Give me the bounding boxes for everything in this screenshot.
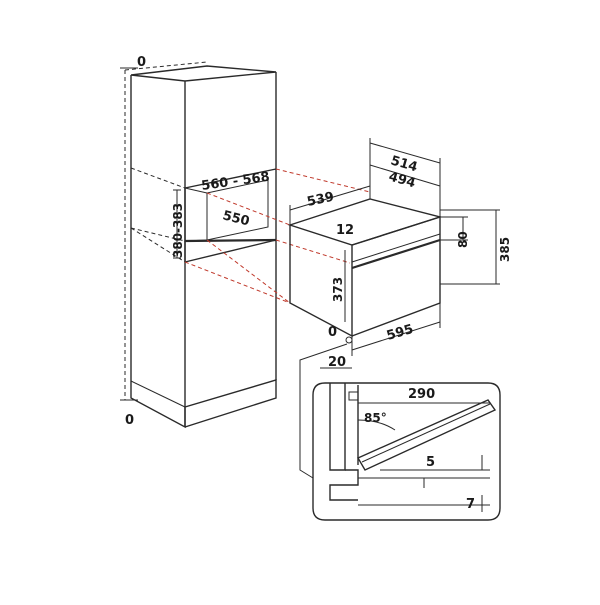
proj-line-2 xyxy=(206,192,291,226)
label-niche-opening: 380-383 xyxy=(171,203,185,258)
dim-539 xyxy=(289,185,371,211)
projection-lines xyxy=(184,168,371,304)
inset-door-inner xyxy=(361,403,491,463)
niche-back-wall xyxy=(206,179,269,241)
label-body-height: 373 xyxy=(331,277,345,302)
inset-frame xyxy=(312,382,501,521)
label-hinge-gap: 5 xyxy=(426,455,435,470)
inset-shelf xyxy=(329,469,359,501)
upper-unit-bottom-edge xyxy=(184,168,277,189)
dim-595 xyxy=(351,321,441,351)
proj-line-4 xyxy=(275,239,351,264)
label-oven-depth-body: 494 xyxy=(387,169,417,191)
label-niche-height: 560 - 568 xyxy=(200,170,270,194)
dim-494 xyxy=(369,164,441,187)
label-door-depth: 290 xyxy=(408,387,435,402)
dim-514 xyxy=(369,142,441,164)
inset-callout-line xyxy=(299,343,348,479)
proj-line-3 xyxy=(206,239,291,304)
detail-inset xyxy=(299,343,501,521)
niche-shelf xyxy=(184,238,277,243)
label-oven-height: 385 xyxy=(498,237,512,262)
label-door-angle: 85° xyxy=(364,411,387,425)
label-bottom-offset: 20 xyxy=(328,355,346,370)
dim-85-arc xyxy=(357,419,396,431)
lower-unit-top-edge xyxy=(184,239,277,263)
label-oven-depth-front: 539 xyxy=(306,190,336,210)
oven-dimensions xyxy=(289,138,500,369)
oven-control-panel-line xyxy=(351,238,441,270)
cabinet xyxy=(120,61,277,429)
cabinet-top-face xyxy=(130,65,277,82)
label-niche-depth: 550 xyxy=(221,208,251,229)
niche-top-dashed xyxy=(130,167,186,189)
proj-line-5 xyxy=(184,261,291,304)
label-front-panel-top: 12 xyxy=(336,223,354,238)
oven-side-face xyxy=(289,225,353,338)
proj-line-1 xyxy=(275,168,371,193)
oven xyxy=(287,192,443,338)
oven-control-panel-edge xyxy=(351,233,441,263)
cabinet-plinth xyxy=(184,379,277,428)
oven-front-face xyxy=(351,216,441,337)
inset-door xyxy=(357,399,497,471)
origin-marker xyxy=(345,336,353,344)
label-panel-height: 80 xyxy=(456,231,470,248)
inset-hinge-block xyxy=(348,391,359,401)
niche-top-left xyxy=(184,187,208,194)
inset-wall xyxy=(329,383,346,471)
label-bottom-gap: 7 xyxy=(466,497,475,512)
label-oven-depth-total: 514 xyxy=(389,153,419,175)
label-oven-width: 595 xyxy=(385,322,415,344)
niche-bottom-dashed xyxy=(130,227,186,263)
label-top-zero: 0 xyxy=(137,55,146,70)
label-origin-zero: 0 xyxy=(328,325,337,340)
label-bottom-zero: 0 xyxy=(125,413,134,428)
plinth-side-line xyxy=(130,380,186,408)
niche-left-dashed xyxy=(130,227,186,242)
